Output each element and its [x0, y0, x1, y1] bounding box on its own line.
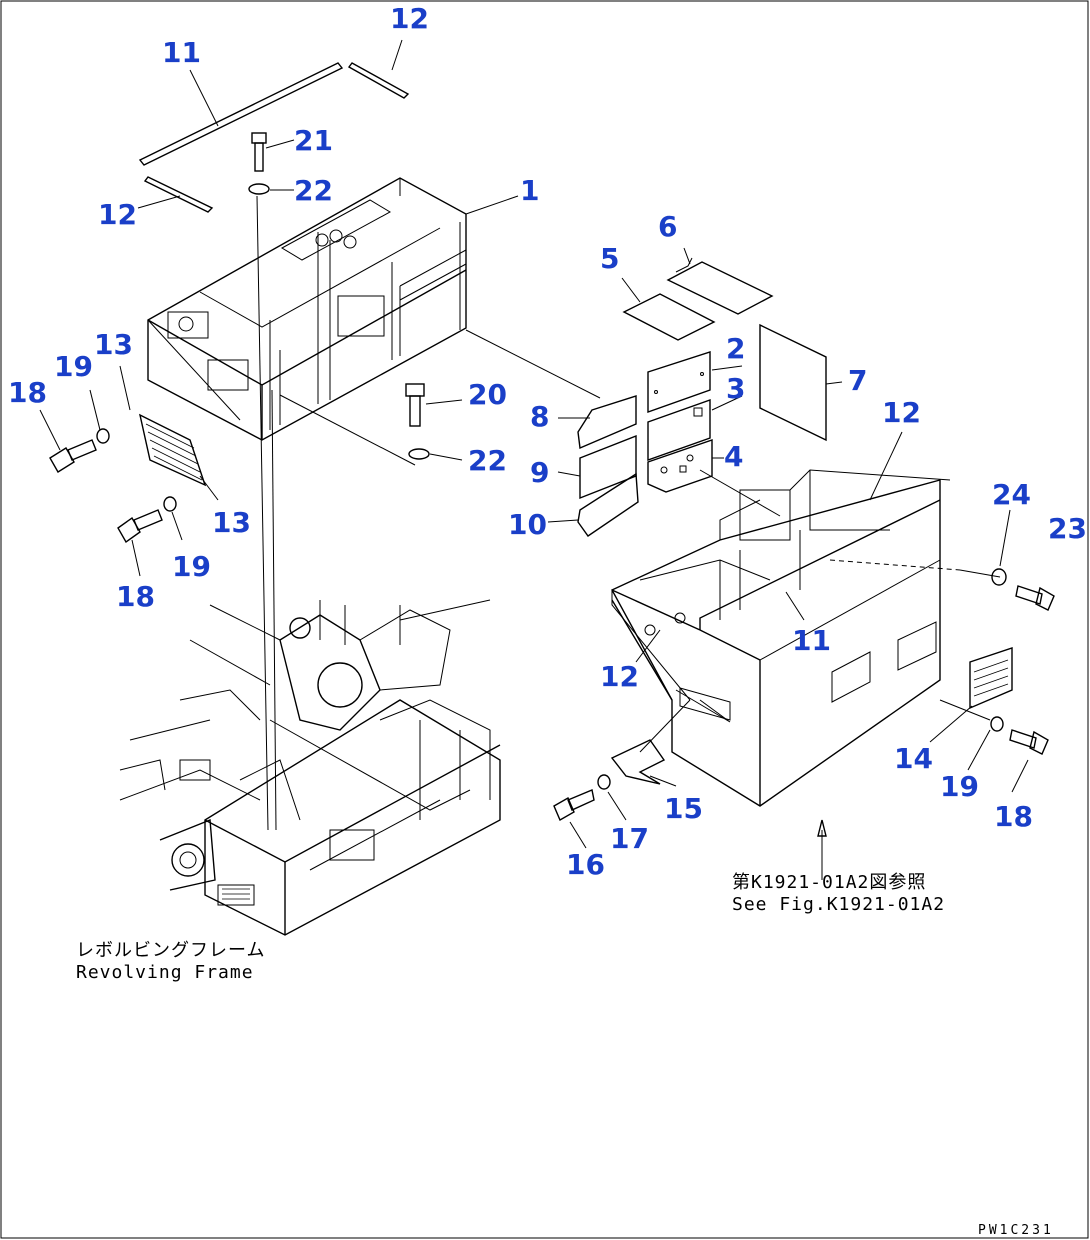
- seal-strip-11-top: [138, 62, 344, 166]
- callout-4: 4: [724, 440, 743, 473]
- callout-6: 6: [658, 210, 677, 243]
- bolt-16: [553, 789, 595, 821]
- callout-12: 12: [600, 660, 639, 693]
- panel-7: [759, 323, 827, 442]
- callout-22: 22: [294, 174, 333, 207]
- caption-revolving-frame-en: Revolving Frame: [76, 962, 254, 983]
- callout-23: 23: [1048, 512, 1087, 545]
- callout-labels: 12 11 21 22 12 1 6 5 13 19 18 2 3 7 20 8…: [8, 2, 1087, 881]
- callout-12: 12: [390, 2, 429, 35]
- bolt-18-lower-left: [117, 509, 163, 544]
- panel-5: [622, 293, 716, 341]
- washer-17: [597, 774, 611, 790]
- cover-assembly: [611, 469, 1013, 807]
- washer-19-upper-left: [96, 428, 110, 444]
- callout-8: 8: [530, 400, 549, 433]
- callout-19: 19: [54, 350, 93, 383]
- bracket-15: [610, 739, 666, 785]
- drawing-code: PW1C231: [978, 1223, 1054, 1238]
- callout-14: 14: [894, 742, 933, 775]
- callout-12: 12: [882, 396, 921, 429]
- seal-strip-12-top-left: [143, 176, 214, 213]
- panel-3: [647, 399, 711, 461]
- callout-10: 10: [508, 508, 547, 541]
- callout-19: 19: [172, 550, 211, 583]
- callout-18: 18: [994, 800, 1033, 833]
- bolt-20: [405, 383, 425, 427]
- callout-15: 15: [664, 792, 703, 825]
- callout-11: 11: [162, 36, 201, 69]
- callout-20: 20: [468, 378, 507, 411]
- revolving-frame: [119, 599, 501, 936]
- callout-1: 1: [520, 174, 539, 207]
- panel-10: [577, 472, 639, 537]
- callout-17: 17: [610, 822, 649, 855]
- callout-16: 16: [566, 848, 605, 881]
- leader-lines: [39, 39, 1029, 849]
- callout-13: 13: [212, 506, 251, 539]
- caption-see-fig-en: See Fig.K1921-01A2: [732, 894, 945, 915]
- callout-3: 3: [726, 372, 745, 405]
- callout-9: 9: [530, 456, 549, 489]
- panel-2: [647, 351, 711, 413]
- callout-2: 2: [726, 332, 745, 365]
- callout-12: 12: [98, 198, 137, 231]
- bolt-23: [1015, 585, 1055, 611]
- panel-4: [647, 439, 713, 493]
- grille-13: [138, 413, 207, 487]
- washer-22-top: [248, 183, 270, 195]
- callout-18: 18: [8, 376, 47, 409]
- washer-19-lower-left: [163, 496, 177, 512]
- callout-7: 7: [848, 364, 867, 397]
- callout-22: 22: [468, 444, 507, 477]
- panel-9: [579, 434, 637, 500]
- callout-18: 18: [116, 580, 155, 613]
- callout-11: 11: [792, 624, 831, 657]
- callout-21: 21: [294, 124, 333, 157]
- bolt-21: [251, 132, 267, 172]
- washer-22-middle: [408, 448, 430, 460]
- panel-8: [577, 395, 637, 450]
- caption-see-fig-jp: 第K1921-01A2図参照: [732, 872, 926, 893]
- callout-19: 19: [940, 770, 979, 803]
- callout-13: 13: [94, 328, 133, 361]
- caption-revolving-frame-jp: レボルビングフレーム: [76, 940, 265, 961]
- callout-5: 5: [600, 242, 619, 275]
- upper-frame-1: [147, 177, 467, 441]
- callout-24: 24: [992, 478, 1031, 511]
- bolt-18-right: [1009, 729, 1049, 755]
- bolt-18-upper-left: [49, 439, 97, 473]
- panel-6: [666, 257, 774, 315]
- washer-24: [991, 568, 1007, 586]
- seal-strip-12-top-right: [347, 62, 410, 99]
- washer-19-right: [990, 716, 1004, 732]
